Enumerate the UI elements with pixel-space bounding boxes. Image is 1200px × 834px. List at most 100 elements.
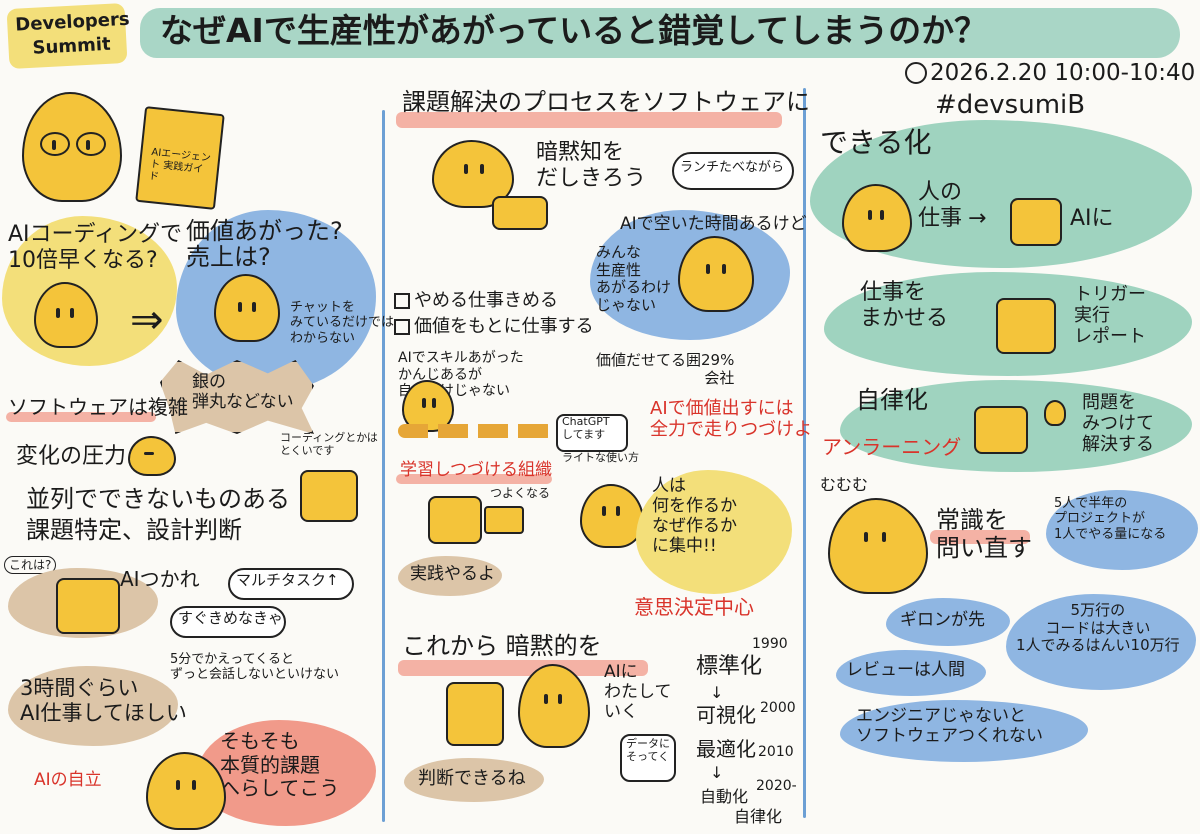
solve-problem: 問題を みつけて 解決する bbox=[1082, 392, 1154, 456]
automate: 自動化 bbox=[700, 787, 749, 806]
character-face bbox=[146, 752, 226, 830]
decision-center: 意思決定中心 bbox=[634, 595, 754, 619]
year-2000: 2000 bbox=[760, 700, 796, 716]
logo-line1: Developers bbox=[14, 8, 131, 36]
review-bubble bbox=[836, 650, 986, 696]
giron-bubble bbox=[886, 598, 1010, 646]
chatgpt-pill bbox=[556, 414, 628, 452]
highlight-heading bbox=[396, 112, 782, 128]
character-box bbox=[56, 578, 120, 634]
highlight-software-complex bbox=[6, 412, 156, 422]
data-pill bbox=[620, 734, 676, 782]
character-box bbox=[428, 496, 482, 544]
note-chat: チャットを みているだけでは わからない bbox=[290, 300, 395, 346]
this-question: これは? bbox=[4, 556, 57, 575]
five-minutes: 5分でかえってくると ずっと会話しないといけない bbox=[170, 652, 340, 683]
silver-bullet: 銀の 弾丸などない bbox=[192, 372, 294, 413]
arrow-down-icon: ↓ bbox=[710, 683, 724, 702]
logo: Developers Summit bbox=[6, 2, 131, 70]
year-1990: 1990 bbox=[752, 636, 788, 652]
highlight-common-sense bbox=[930, 530, 1030, 544]
column-divider-left bbox=[382, 110, 385, 822]
lunch-pill bbox=[672, 152, 794, 190]
software-complex: ソフトウェアは複雑 bbox=[8, 395, 188, 419]
not-everyone: みんな 生産性 あがるわけ じゃない bbox=[596, 243, 672, 315]
speaker-face bbox=[22, 92, 122, 202]
arrow-right-icon: → bbox=[968, 206, 987, 231]
to-ai: AIに わたして いく bbox=[604, 662, 672, 723]
stop-work: やめる仕事きめる bbox=[394, 290, 558, 311]
character-box bbox=[446, 682, 504, 746]
character-face bbox=[842, 184, 912, 252]
essential-issue: そもそも 本質的課題 へらしてこう bbox=[220, 729, 340, 801]
discussion-first: ギロンが先 bbox=[900, 610, 985, 630]
what-why: 人は 何を作るか なぜ作るか に集中!! bbox=[652, 476, 737, 557]
essential-bubble bbox=[196, 720, 376, 826]
practice-bubble bbox=[398, 556, 502, 596]
clock-icon bbox=[905, 62, 927, 84]
coding-fast: コーディングとかは とくいです bbox=[280, 431, 378, 457]
standardize: 標準化 bbox=[696, 654, 763, 679]
what-why-bubble bbox=[636, 470, 792, 594]
character-face bbox=[214, 274, 280, 342]
learning-org: 学習しつづける組織 bbox=[400, 460, 552, 480]
to-ai-right: AIに bbox=[1070, 206, 1114, 231]
ai-tired: AIつかれ bbox=[120, 567, 200, 591]
year-2020: 2020- bbox=[756, 778, 797, 794]
center-heading: 課題解決のプロセスをソフトウェアに bbox=[402, 88, 810, 116]
stronger: つよくなる bbox=[490, 486, 551, 500]
delegate: 仕事を まかせる bbox=[860, 280, 949, 331]
human-work: 人の 仕事 bbox=[918, 180, 963, 231]
bread-row bbox=[398, 424, 554, 438]
follow-data: データに そってく bbox=[626, 737, 670, 763]
title-band bbox=[140, 8, 1180, 58]
dekiru-ka: できる化 bbox=[820, 126, 932, 159]
ai-time: AIで空いた時間あるけど bbox=[620, 214, 807, 234]
visualize: 可視化 bbox=[696, 703, 756, 727]
highlight-learning bbox=[396, 474, 552, 484]
multitask: マルチタスク↑ bbox=[236, 571, 339, 589]
judge-bubble bbox=[404, 758, 544, 802]
five-lines: 5万行の コードは大きい 1人でみるはんい10万行 bbox=[1016, 601, 1180, 655]
character-box bbox=[1010, 198, 1062, 246]
checkbox-icon bbox=[394, 319, 410, 335]
arrow-down-icon: ↓ bbox=[710, 763, 724, 782]
judge: 判断できるね bbox=[418, 768, 526, 789]
self-driving: 自律化 bbox=[734, 807, 783, 826]
optimize: 最適化 bbox=[696, 737, 756, 761]
hmm: むむむ bbox=[820, 475, 869, 494]
engineer-bubble bbox=[840, 700, 1088, 762]
box-icon bbox=[492, 196, 548, 230]
logo-line2: Summit bbox=[32, 33, 112, 59]
event-hashtag: #devsumiB bbox=[935, 90, 1086, 120]
character-face bbox=[828, 498, 928, 594]
highlight-from-now bbox=[398, 660, 648, 676]
question-value: 価値あがった? 売上は? bbox=[186, 217, 343, 272]
lightbulb-icon bbox=[1044, 400, 1066, 426]
character-box bbox=[996, 298, 1056, 354]
value-work-text: 価値をもとに仕事する bbox=[414, 316, 594, 337]
unlearning: アンラーニング bbox=[822, 435, 962, 459]
value-work: 価値をもとに仕事する bbox=[394, 316, 594, 337]
trigger-report: トリガー 実行 レポート bbox=[1074, 284, 1146, 348]
multitask-pill bbox=[228, 568, 354, 600]
character-box bbox=[300, 470, 358, 522]
five-lines-bubble bbox=[1006, 594, 1196, 690]
stop-work-text: やめる仕事きめる bbox=[414, 290, 558, 311]
from-now: これから 暗黙的を bbox=[402, 632, 602, 660]
value-percent: 価値だせてる囲29% 会社 bbox=[596, 351, 735, 387]
event-datetime: 2026.2.20 10:00-10:40 bbox=[930, 60, 1196, 86]
page-title: なぜAIで生産性があがっていると錯覚してしまうのか？ bbox=[160, 11, 988, 50]
three-hours-bubble bbox=[8, 666, 178, 746]
five-year-bubble bbox=[1046, 490, 1198, 570]
checkbox-icon bbox=[394, 293, 410, 309]
chatgpt: ChatGPT してます bbox=[562, 415, 610, 441]
column-divider-right bbox=[803, 88, 806, 818]
quick-decide: すぐきめなきゃ bbox=[178, 609, 284, 627]
character-face bbox=[580, 484, 644, 548]
tacit-knowledge: 暗黙知を だしきろう bbox=[536, 140, 647, 191]
practice: 実践やるよ bbox=[410, 564, 495, 584]
character-box bbox=[974, 406, 1028, 454]
three-hours: 3時間ぐらい AI仕事してほしい bbox=[20, 676, 187, 725]
book-title: AIエージェント 実践ガイド bbox=[148, 146, 212, 183]
